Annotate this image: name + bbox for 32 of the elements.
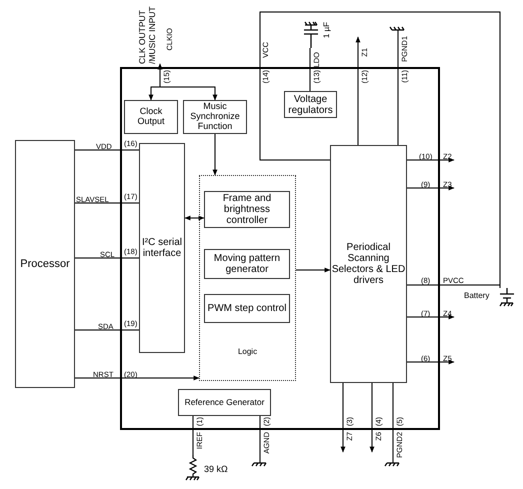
arrow: [212, 134, 218, 176]
arrow: [296, 268, 331, 272]
function-block: Frame and brightness controller: [204, 191, 290, 228]
arrow: [74, 376, 200, 380]
arrow: [406, 158, 455, 162]
function-block: PWM step control: [204, 294, 290, 323]
chip-outline: [120, 67, 440, 430]
arrow: [158, 63, 218, 101]
function-block: Moving pattern generator: [204, 249, 290, 279]
arrow: [356, 36, 360, 146]
function-block: Reference Generator: [178, 389, 271, 416]
function-block: Music Synchronize Function: [183, 100, 247, 134]
function-block: Periodical Scanning Selectors & LED drivers: [330, 145, 407, 383]
arrow: [184, 216, 205, 220]
arrow: [406, 360, 455, 364]
arrow: [406, 186, 455, 190]
function-block: Clock Output: [124, 100, 178, 134]
group-label: Logic: [236, 347, 258, 356]
logic-group-box: [199, 175, 296, 381]
connector-line: [74, 202, 140, 204]
arrow: [340, 382, 346, 453]
function-block: I²C serial interface: [139, 143, 185, 353]
battery-label: Battery: [464, 291, 490, 300]
processor-box: Processor: [15, 140, 75, 388]
connector-line: [192, 416, 194, 456]
function-block: Voltage regulators: [284, 91, 337, 118]
arrow: [406, 314, 455, 320]
capacitance-label: 1 µF: [322, 22, 331, 38]
resistance-label: 39 kΩ: [204, 464, 228, 474]
connector-line: [406, 284, 500, 288]
arrow: [370, 382, 374, 453]
signal-label: CLK OUTPUT /MUSIC INPUT: [138, 4, 162, 64]
